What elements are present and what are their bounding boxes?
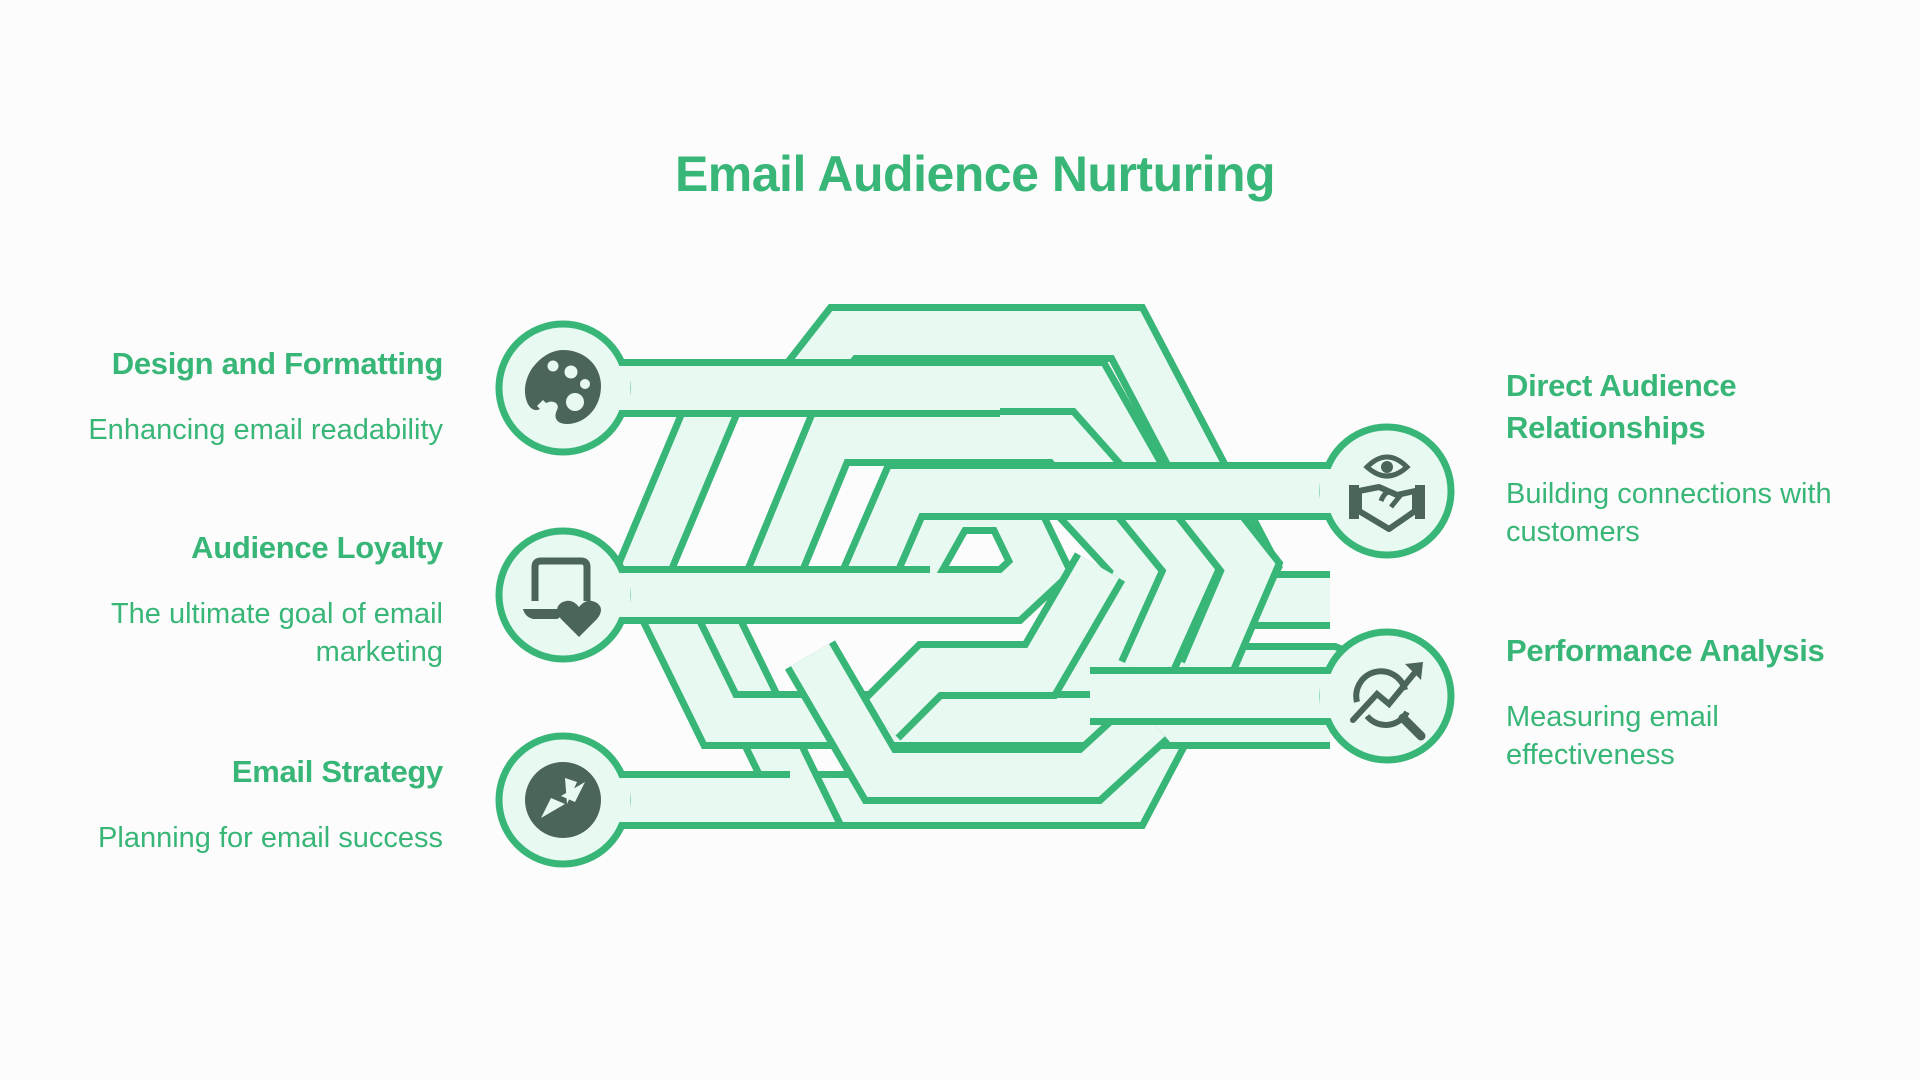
chart-magnifier-icon bbox=[1350, 662, 1426, 741]
item-heading: Design and Formatting bbox=[111, 346, 444, 381]
node-performance-analysis[interactable] bbox=[1319, 628, 1455, 764]
laptop-heart-icon bbox=[523, 557, 601, 637]
diagram-title: Email Audience Nurturing bbox=[674, 146, 1276, 202]
label-direct-audience-relationships: Direct Audience Relationships Building c… bbox=[1506, 365, 1906, 551]
palette-icon bbox=[524, 350, 601, 424]
label-design-and-formatting: Design and Formatting Enhancing email re… bbox=[0, 343, 443, 449]
label-email-strategy: Email Strategy Planning for email succes… bbox=[0, 751, 443, 857]
label-performance-analysis: Performance Analysis Measuring email eff… bbox=[1506, 630, 1906, 774]
item-heading: Email Strategy bbox=[231, 754, 443, 789]
item-heading: Performance Analysis bbox=[1506, 633, 1825, 668]
node-email-strategy[interactable] bbox=[495, 732, 631, 868]
item-description: The ultimate goal of email marketing bbox=[110, 598, 443, 668]
item-description: Measuring email effectiveness bbox=[1506, 701, 1719, 771]
node-audience-loyalty[interactable] bbox=[495, 527, 631, 663]
tube-rows bbox=[596, 359, 1360, 829]
item-description: Building connections with customers bbox=[1506, 478, 1832, 548]
node-direct-audience-relationships[interactable] bbox=[1319, 423, 1455, 559]
compass-icon bbox=[525, 762, 601, 838]
item-heading: Direct Audience Relationships bbox=[1506, 368, 1737, 445]
node-design-and-formatting[interactable] bbox=[495, 320, 631, 456]
label-audience-loyalty: Audience Loyalty The ultimate goal of em… bbox=[43, 527, 443, 671]
item-description: Enhancing email readability bbox=[88, 414, 443, 446]
item-heading: Audience Loyalty bbox=[191, 530, 443, 565]
item-description: Planning for email success bbox=[98, 822, 443, 854]
eye-handshake-icon bbox=[1349, 454, 1425, 532]
